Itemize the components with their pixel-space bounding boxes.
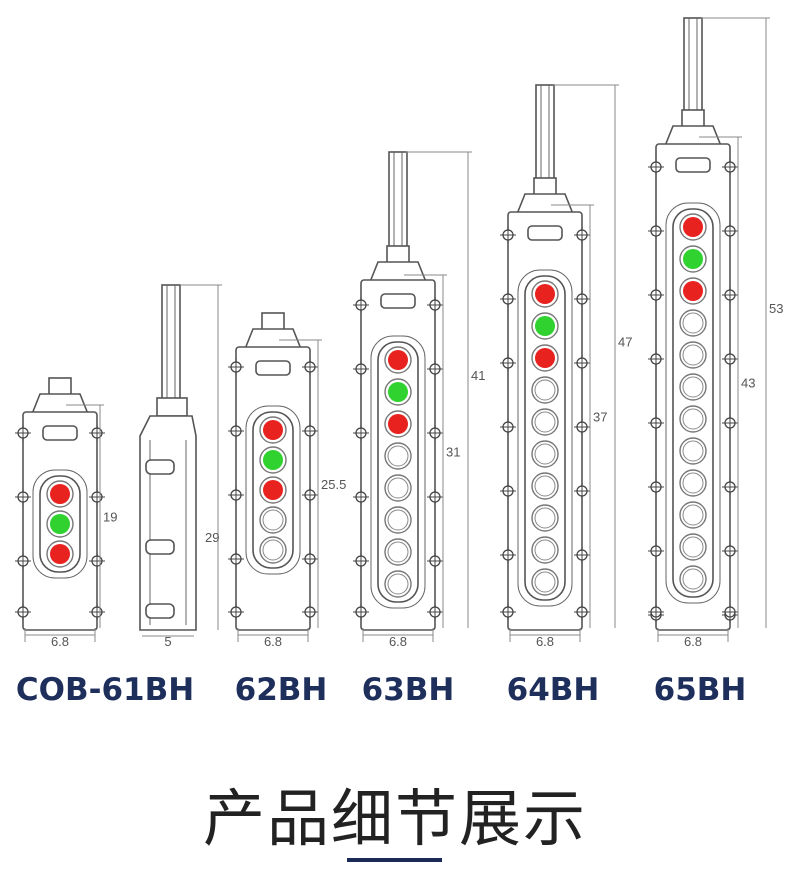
red-button — [388, 414, 408, 434]
red-button — [388, 350, 408, 370]
blank-button — [682, 312, 704, 334]
head-cap — [663, 125, 723, 147]
green-button — [535, 316, 555, 336]
width-dimension: 5 — [164, 634, 171, 649]
side-slot — [145, 459, 175, 475]
red-button — [683, 281, 703, 301]
width-dimension: 6.8 — [536, 634, 554, 649]
side-slot — [145, 603, 175, 619]
blank-button — [682, 472, 704, 494]
width-dimension: 6.8 — [684, 634, 702, 649]
blank-button — [534, 411, 556, 433]
red-button — [535, 284, 555, 304]
total-height-dimension: 41 — [471, 368, 485, 383]
pendant-64bh: 6.8 37 47 64BH — [500, 84, 632, 708]
blank-button — [682, 376, 704, 398]
model-label: 64BH — [507, 672, 600, 708]
pendant-62bh: 6.8 25.5 62BH — [228, 312, 346, 708]
red-button — [263, 420, 283, 440]
red-button — [50, 484, 70, 504]
model-label: 65BH — [654, 672, 747, 708]
inner-height-dimension: 25.5 — [321, 477, 346, 492]
model-label: 63BH — [362, 672, 455, 708]
pendant-side-view: 5 29 — [139, 284, 222, 649]
total-height-dimension: 29 — [205, 530, 219, 545]
head-cap — [243, 328, 303, 350]
footer-title: 产品细节展示 — [202, 782, 587, 855]
width-dimension: 6.8 — [264, 634, 282, 649]
red-button — [50, 544, 70, 564]
blank-button — [534, 571, 556, 593]
blank-button — [262, 509, 284, 531]
blank-button — [682, 568, 704, 590]
green-button — [263, 450, 283, 470]
pendant-65bh: 6.8 43 53 65BH — [648, 17, 783, 708]
button-channel — [377, 341, 419, 603]
cable — [161, 284, 181, 416]
head-cap — [368, 261, 428, 283]
blank-button — [682, 504, 704, 526]
inner-height-dimension: 19 — [103, 510, 117, 525]
nameplate-slot — [255, 360, 291, 376]
nameplate-slot — [675, 157, 711, 173]
side-body — [139, 415, 197, 631]
blank-button — [534, 443, 556, 465]
width-dimension: 6.8 — [389, 634, 407, 649]
blank-button — [262, 539, 284, 561]
footer-underline — [347, 858, 442, 862]
blank-button — [534, 475, 556, 497]
button-channel — [672, 208, 714, 598]
nameplate-slot — [380, 293, 416, 309]
blank-button — [387, 509, 409, 531]
inner-height-dimension: 31 — [446, 445, 460, 460]
side-slot — [145, 539, 175, 555]
blank-button — [387, 573, 409, 595]
red-button — [263, 480, 283, 500]
model-label: 62BH — [235, 672, 328, 708]
nameplate-slot — [42, 425, 78, 441]
blank-button — [387, 541, 409, 563]
blank-button — [387, 477, 409, 499]
blank-button — [682, 344, 704, 366]
head-cap — [30, 393, 90, 415]
nameplate-slot — [527, 225, 563, 241]
cable-gland — [156, 397, 188, 417]
blank-button — [682, 440, 704, 462]
inner-height-dimension: 43 — [741, 376, 755, 391]
blank-button — [387, 445, 409, 467]
blank-button — [682, 408, 704, 430]
red-button — [535, 348, 555, 368]
model-label: COB-61BH — [16, 672, 194, 708]
width-dimension: 6.8 — [51, 634, 69, 649]
blank-button — [534, 507, 556, 529]
inner-height-dimension: 37 — [593, 410, 607, 425]
blank-button — [682, 536, 704, 558]
green-button — [50, 514, 70, 534]
total-height-dimension: 47 — [618, 335, 632, 350]
head-cap — [515, 193, 575, 215]
total-height-dimension: 53 — [769, 301, 783, 316]
pendant-63bh: 6.8 31 41 63BH — [353, 151, 485, 708]
green-button — [388, 382, 408, 402]
green-button — [683, 249, 703, 269]
blank-button — [534, 539, 556, 561]
red-button — [683, 217, 703, 237]
blank-button — [534, 379, 556, 401]
